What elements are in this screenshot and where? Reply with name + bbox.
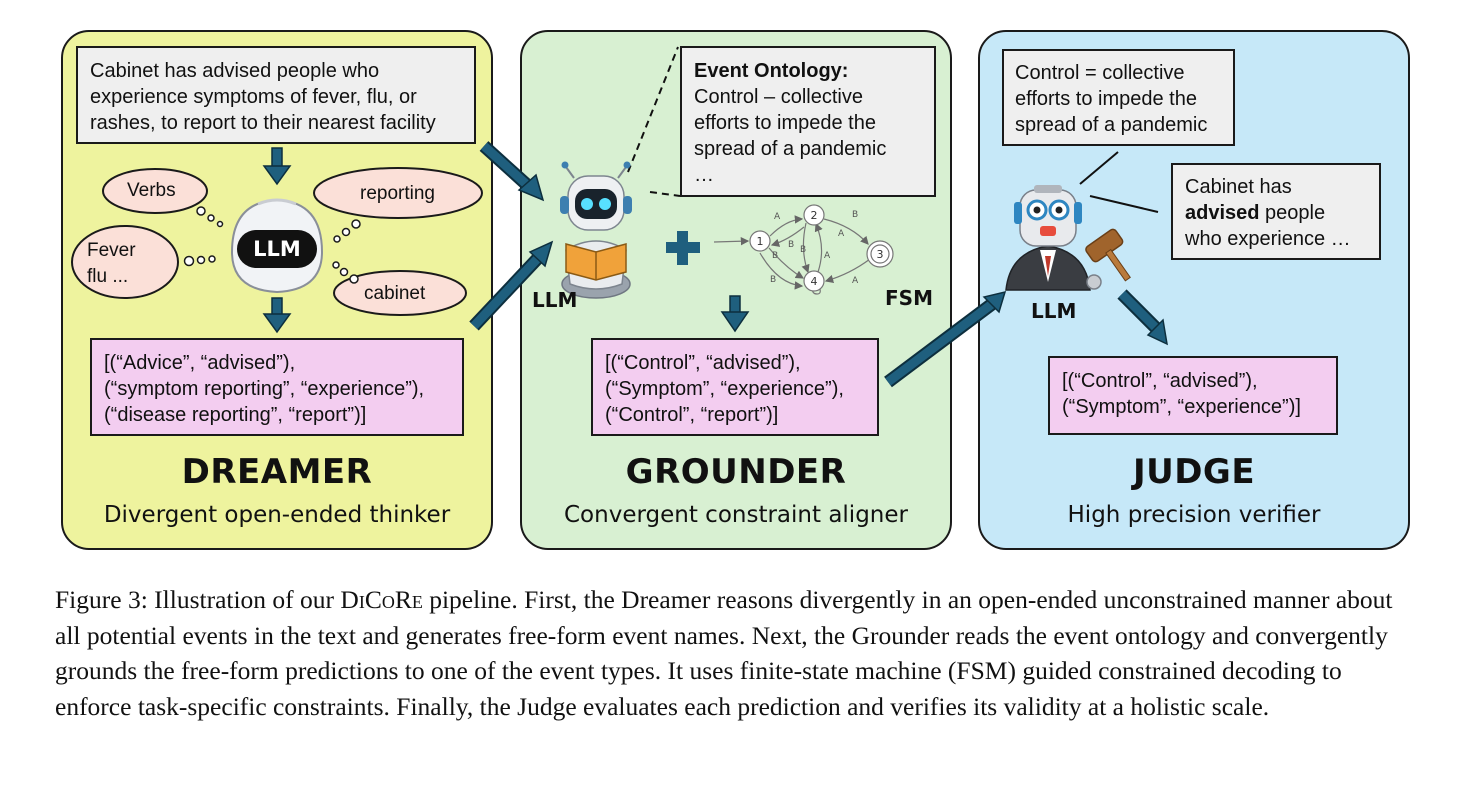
judge-robot-icon (1005, 185, 1131, 291)
context-line: Cabinet has (1185, 176, 1292, 198)
context-bold: advised (1185, 202, 1260, 224)
output-line: (“symptom reporting”, “experience”), (104, 378, 425, 400)
definition-line: Control = collective (1015, 62, 1185, 84)
thought-cloud-cabinet (332, 261, 467, 316)
caption-name: DiCoRe (340, 585, 423, 614)
down-arrow-icon (720, 295, 750, 333)
llm-visor-label: LLM (253, 237, 301, 261)
ontology-line: efforts to impede the (694, 112, 876, 134)
thought-cloud-verbs (102, 168, 224, 228)
event-ontology-box: Event Ontology: Control – collective eff… (680, 46, 936, 197)
fsm-edge-label: A (824, 251, 831, 261)
grounder-title: GROUNDER (625, 452, 847, 492)
thought-cloud-fever (71, 225, 216, 299)
dreamer-subtitle: Divergent open-ended thinker (103, 502, 451, 528)
output-line: (“Symptom”, “experience”), (605, 378, 844, 400)
down-arrow-icon (262, 147, 292, 186)
text-line: rashes, to report to their nearest facil… (90, 112, 436, 134)
arrow-dreamer-to-grounder-icon (469, 240, 554, 331)
fsm-edge-label: B (770, 275, 776, 285)
dreamer-output-box: [(“Advice”, “advised”), (“symptom report… (90, 338, 464, 436)
output-line: (“Symptom”, “experience”)] (1062, 396, 1301, 418)
text-line: experience symptoms of fever, flu, or (90, 86, 417, 108)
dreamer-title: DREAMER (181, 452, 373, 492)
fsm-edge-label: A (774, 212, 781, 222)
fsm-edge-label: B (788, 240, 794, 250)
arrow-judge-to-output-icon (1117, 289, 1168, 346)
reading-robot-icon (560, 161, 632, 299)
fsm-state-label: 1 (757, 235, 764, 248)
thought-cloud-reporting (313, 167, 483, 243)
plus-icon (666, 231, 700, 265)
judge-subtitle: High precision verifier (1067, 502, 1321, 528)
thought-text: reporting (360, 183, 435, 204)
fsm-edge-label: A (852, 276, 859, 286)
context-rest: people (1259, 202, 1326, 224)
fsm-label: FSM (885, 286, 933, 310)
context-line: advised people (1185, 200, 1367, 226)
judge-llm-label: LLM (1031, 299, 1077, 323)
fsm-state-label: 2 (811, 209, 818, 222)
thought-text: Verbs (127, 180, 176, 201)
definition-line: efforts to impede the (1015, 88, 1197, 110)
context-line: who experience … (1185, 228, 1351, 250)
llm-robot-head-icon (230, 198, 324, 294)
fsm-edge-label: B (800, 245, 806, 255)
judge-context-box: Cabinet has advised people who experienc… (1171, 163, 1381, 260)
grounder-llm-label: LLM (532, 288, 578, 312)
output-line: [(“Control”, “advised”), (1062, 370, 1258, 392)
caption-prefix: Figure 3: Illustration of our (55, 585, 341, 614)
arrow-grounder-to-judge-icon (884, 290, 1007, 388)
figure-caption: Figure 3: Illustration of our DiCoRe pip… (55, 582, 1420, 724)
fsm-states (749, 204, 894, 292)
judge-output-box: [(“Control”, “advised”), (“Symptom”, “ex… (1048, 356, 1338, 435)
judge-definition-box: Control = collective efforts to impede t… (1002, 49, 1235, 146)
fsm-state-label: 3 (877, 248, 884, 261)
output-line: (“disease reporting”, “report”)] (104, 404, 367, 426)
ontology-heading: Event Ontology: (694, 60, 849, 82)
down-arrow-icon (262, 297, 292, 334)
definition-line: spread of a pandemic (1015, 114, 1208, 136)
dreamer-input-text-box: Cabinet has advised people who experienc… (76, 46, 476, 144)
fsm-graph (713, 215, 871, 295)
thought-text: flu ... (87, 266, 129, 287)
thought-text: cabinet (364, 283, 426, 304)
fsm-state-label: 4 (811, 275, 818, 288)
output-line: [(“Advice”, “advised”), (104, 352, 296, 374)
callout-dashed-lines (627, 46, 681, 197)
judge-callout-lines (1079, 151, 1159, 213)
ontology-line: … (694, 164, 714, 186)
fsm-edge-label: A (838, 229, 845, 239)
grounder-output-box: [(“Control”, “advised”), (“Symptom”, “ex… (591, 338, 879, 436)
judge-title: JUDGE (1132, 452, 1256, 492)
grounder-subtitle: Convergent constraint aligner (564, 502, 908, 528)
arrow-input-to-grounder-icon (479, 141, 545, 202)
output-line: [(“Control”, “advised”), (605, 352, 801, 374)
thought-text: Fever (87, 240, 136, 261)
fsm-edge-label: B (852, 210, 858, 220)
fsm-edge-label: B (772, 251, 778, 261)
output-line: (“Control”, “report”)] (605, 404, 779, 426)
ontology-line: Control – collective (694, 86, 863, 108)
text-line: Cabinet has advised people who (90, 60, 380, 82)
ontology-line: spread of a pandemic (694, 138, 887, 160)
caption-text: pipeline. First, the Dreamer reasons div… (55, 585, 1393, 721)
